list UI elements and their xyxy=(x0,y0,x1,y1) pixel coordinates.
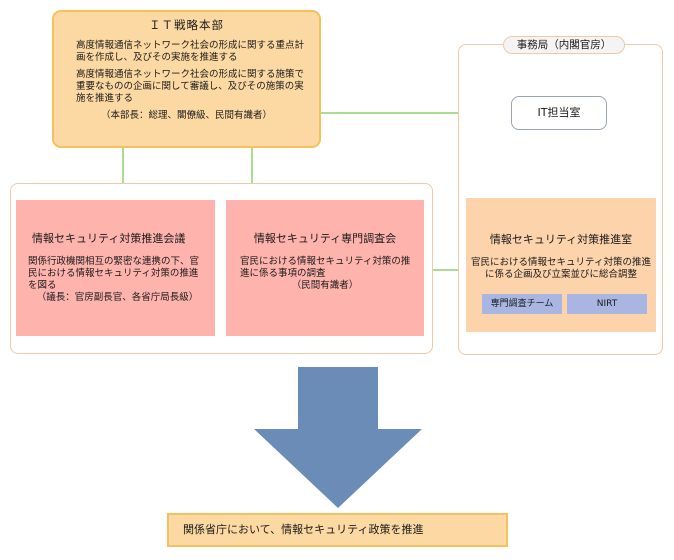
nisc-desc: 官民における情報セキュリティ対策の推進に係る企画及び立案並びに総合調整 xyxy=(471,257,651,280)
security-committee-box: 情報セキュリティ専門調査会 官民における情報セキュリティ対策の推進に係る事項の調… xyxy=(226,200,424,336)
connector-committee-nisc xyxy=(424,269,466,271)
connector-hq-committee xyxy=(251,148,253,200)
down-arrow-shape xyxy=(254,367,422,508)
council-title: 情報セキュリティ対策推進会議 xyxy=(32,232,186,245)
tag-expert-team: 専門調査チーム xyxy=(482,294,562,314)
security-council-box: 情報セキュリティ対策推進会議 関係行政機関相互の緊密な連携の下、官民における情報… xyxy=(16,200,215,336)
it-strategy-headquarters: ＩＴ戦略本部 高度情報通信ネットワーク社会の形成に関する重点計画を作成し、及びそ… xyxy=(52,10,321,148)
tag-nirt: NIRT xyxy=(567,294,647,314)
result-box: 関係省庁において、情報セキュリティ政策を推進 xyxy=(167,513,508,547)
hq-chair: （本部長：総理、閣僚級、民間有識者） xyxy=(100,110,272,121)
connector-hq-it-office xyxy=(321,112,511,114)
committee-members: （民間有識者） xyxy=(291,280,359,291)
council-desc: 関係行政機関相互の緊密な連携の下、官民における情報セキュリティ対策の推進を図る xyxy=(28,256,200,291)
committee-desc: 官民における情報セキュリティ対策の推進に係る事項の調査 xyxy=(240,256,411,279)
nisc-title: 情報セキュリティ対策推進室 xyxy=(489,233,633,246)
connector-hq-council xyxy=(122,148,124,200)
council-chair: （議長：官房副長官、各省庁局長級） xyxy=(36,292,199,303)
it-office-box: IT担当室 xyxy=(511,96,607,130)
secretariat-label: 事務局（内閣官房） xyxy=(503,36,625,54)
security-office-box: 情報セキュリティ対策推進室 官民における情報セキュリティ対策の推進に係る企画及び… xyxy=(466,198,656,332)
down-arrow-icon xyxy=(254,367,422,508)
committee-title: 情報セキュリティ専門調査会 xyxy=(253,232,397,245)
hq-duty-2: 高度情報通信ネットワーク社会の形成に関する施策で重要なものの企画に関して審議し、… xyxy=(76,69,305,104)
hq-title: ＩＴ戦略本部 xyxy=(149,18,224,32)
hq-duty-1: 高度情報通信ネットワーク社会の形成に関する重点計画を作成し、及びその実施を推進す… xyxy=(76,40,305,63)
